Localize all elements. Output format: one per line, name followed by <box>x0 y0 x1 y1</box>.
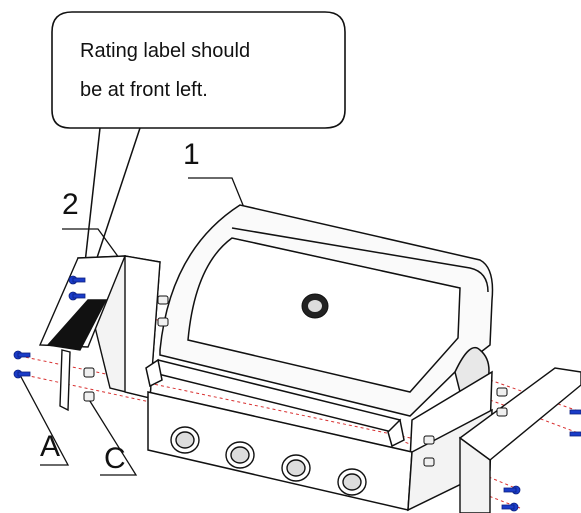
control-knob-icon <box>170 426 200 454</box>
grill-body <box>145 204 494 512</box>
screw-icon <box>501 502 519 512</box>
part-label-a: A <box>40 430 61 463</box>
leader-line-c <box>87 397 138 476</box>
left-side-shelf <box>38 255 161 412</box>
callout-text-line-1: Rating label should <box>80 40 251 62</box>
screw-icon <box>68 291 86 301</box>
screw-icon <box>13 350 31 360</box>
callout-bubble <box>51 11 346 129</box>
control-knobs <box>170 426 367 496</box>
spacer-c <box>83 367 95 378</box>
screw-icon <box>569 431 581 437</box>
screw-icon <box>13 369 31 379</box>
callout-text-line-2: be at front left. <box>80 79 208 101</box>
screws <box>13 275 581 512</box>
part-label-2: 2 <box>62 188 79 221</box>
part-label-c: C <box>104 442 126 475</box>
control-knob-icon <box>225 441 255 469</box>
rating-label <box>46 299 108 351</box>
leader-line-1 <box>188 177 246 211</box>
screw-icon <box>503 485 521 495</box>
control-knob-icon <box>337 468 367 496</box>
part-label-1: 1 <box>183 138 200 171</box>
spacers <box>83 295 508 467</box>
grill-logo-badge-icon <box>301 293 329 319</box>
right-side-shelf <box>458 367 581 513</box>
screw-icon <box>68 275 86 285</box>
control-knob-icon <box>281 454 311 482</box>
leader-line-a <box>19 374 70 466</box>
leader-line-2 <box>62 228 123 263</box>
screw-icon <box>569 409 581 415</box>
